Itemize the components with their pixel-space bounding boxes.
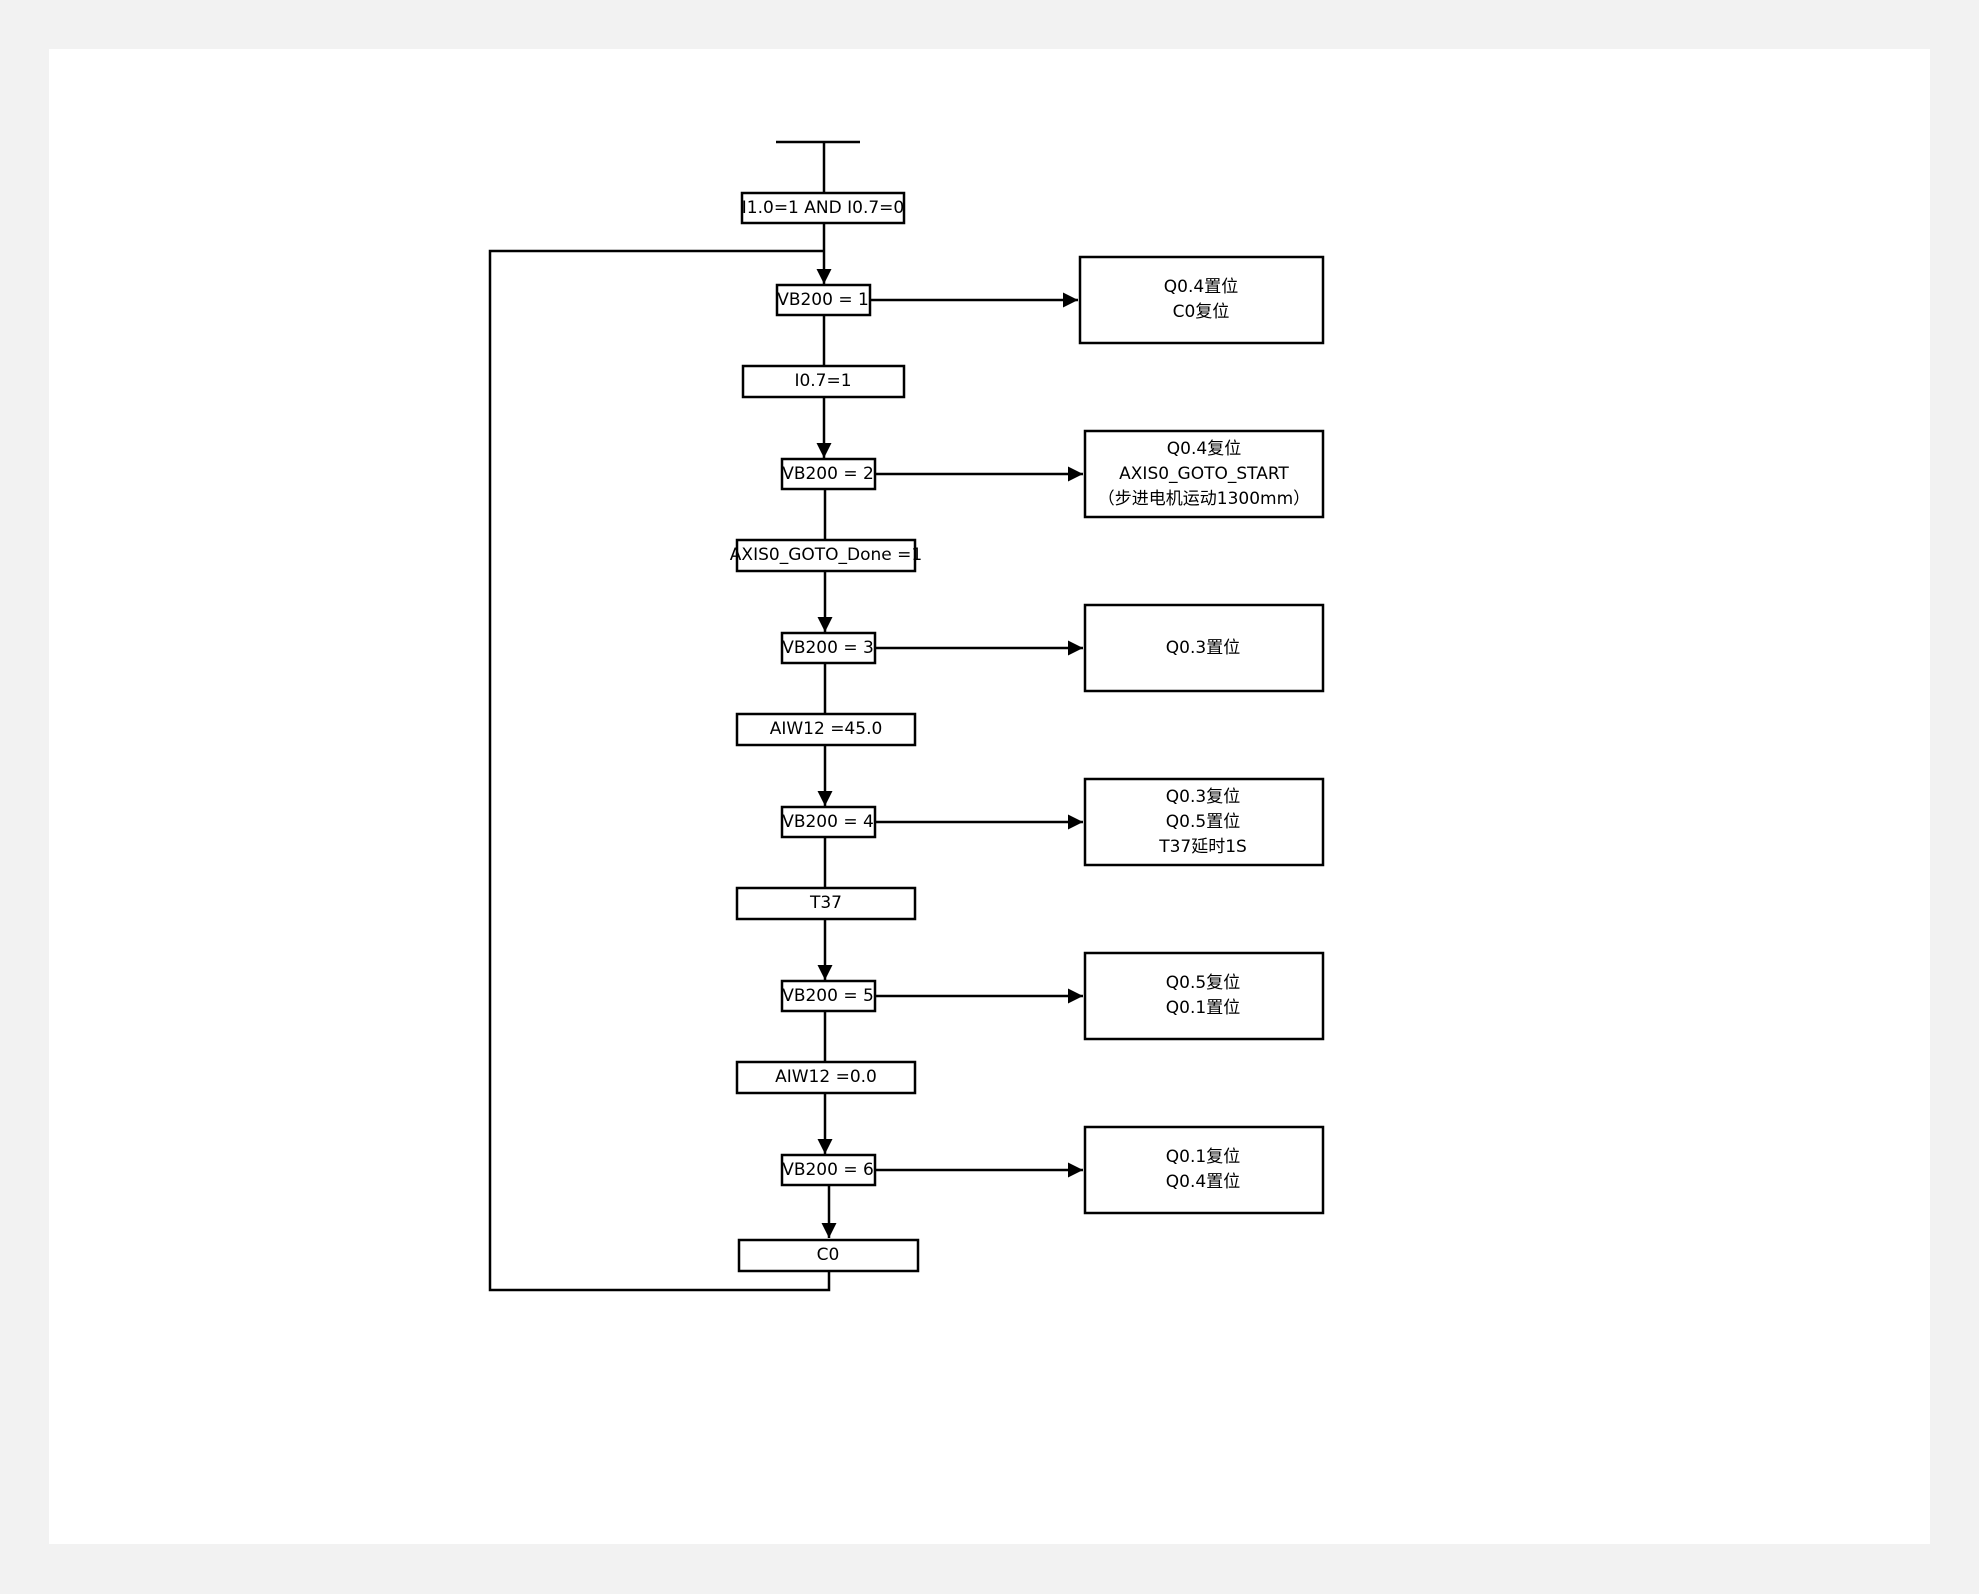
transition-5: T37 — [735, 886, 917, 921]
action-line: Q0.4复位 — [1167, 439, 1241, 459]
step-label: VB200 = 1 — [777, 290, 869, 310]
step-label: VB200 = 2 — [782, 464, 874, 484]
diagram-sheet — [49, 49, 1930, 1544]
transition-label: AIW12 =0.0 — [775, 1067, 877, 1087]
action-box-4: Q0.3复位 Q0.5置位 T37延时1S — [1083, 777, 1325, 867]
step-label: VB200 = 5 — [782, 986, 874, 1006]
action-line: Q0.5复位 — [1166, 973, 1240, 993]
transition-7: C0 — [737, 1238, 920, 1273]
step-label: VB200 = 4 — [782, 812, 874, 832]
action-box-2: Q0.4复位 AXIS0_GOTO_START （步进电机运动1300mm） — [1083, 429, 1325, 519]
action-line: （步进电机运动1300mm） — [1098, 489, 1310, 509]
transition-label: T37 — [809, 893, 842, 913]
action-line: Q0.1置位 — [1166, 998, 1240, 1018]
action-line: Q0.4置位 — [1166, 1172, 1240, 1192]
step-4: VB200 = 4 — [780, 805, 877, 839]
step-1: VB200 = 1 — [775, 283, 872, 317]
action-line: T37延时1S — [1158, 837, 1247, 857]
transition-label: I1.0=1 AND I0.7=0 — [742, 198, 904, 218]
action-line: Q0.3置位 — [1166, 638, 1240, 658]
transition-4: AIW12 =45.0 — [735, 712, 917, 747]
action-line: Q0.3复位 — [1166, 787, 1240, 807]
loop-back-line — [488, 249, 831, 1292]
transition-label: I0.7=1 — [794, 371, 851, 391]
transition-3: AXIS0_GOTO_Done =1 — [730, 538, 922, 573]
step-3: VB200 = 3 — [780, 631, 877, 665]
transition-6: AIW12 =0.0 — [735, 1060, 917, 1095]
transition-1: I1.0=1 AND I0.7=0 — [740, 191, 906, 225]
action-line: C0复位 — [1173, 302, 1230, 322]
action-box-6: Q0.1复位 Q0.4置位 — [1083, 1125, 1325, 1215]
action-line: Q0.4置位 — [1164, 277, 1238, 297]
action-line: Q0.5置位 — [1166, 812, 1240, 832]
transition-label: AXIS0_GOTO_Done =1 — [730, 545, 922, 565]
action-box-5: Q0.5复位 Q0.1置位 — [1083, 951, 1325, 1041]
step-label: VB200 = 6 — [782, 1160, 874, 1180]
step-5: VB200 = 5 — [780, 979, 877, 1013]
action-box-1: Q0.4置位 C0复位 — [1078, 255, 1325, 345]
step-label: VB200 = 3 — [782, 638, 874, 658]
action-box-3: Q0.3置位 — [1083, 603, 1325, 693]
transition-label: AIW12 =45.0 — [770, 719, 883, 739]
action-line: Q0.1复位 — [1166, 1147, 1240, 1167]
step-6: VB200 = 6 — [780, 1153, 877, 1187]
step-2: VB200 = 2 — [780, 457, 877, 491]
transition-2: I0.7=1 — [741, 364, 906, 399]
action-line: AXIS0_GOTO_START — [1119, 464, 1289, 484]
transition-label: C0 — [817, 1245, 840, 1265]
